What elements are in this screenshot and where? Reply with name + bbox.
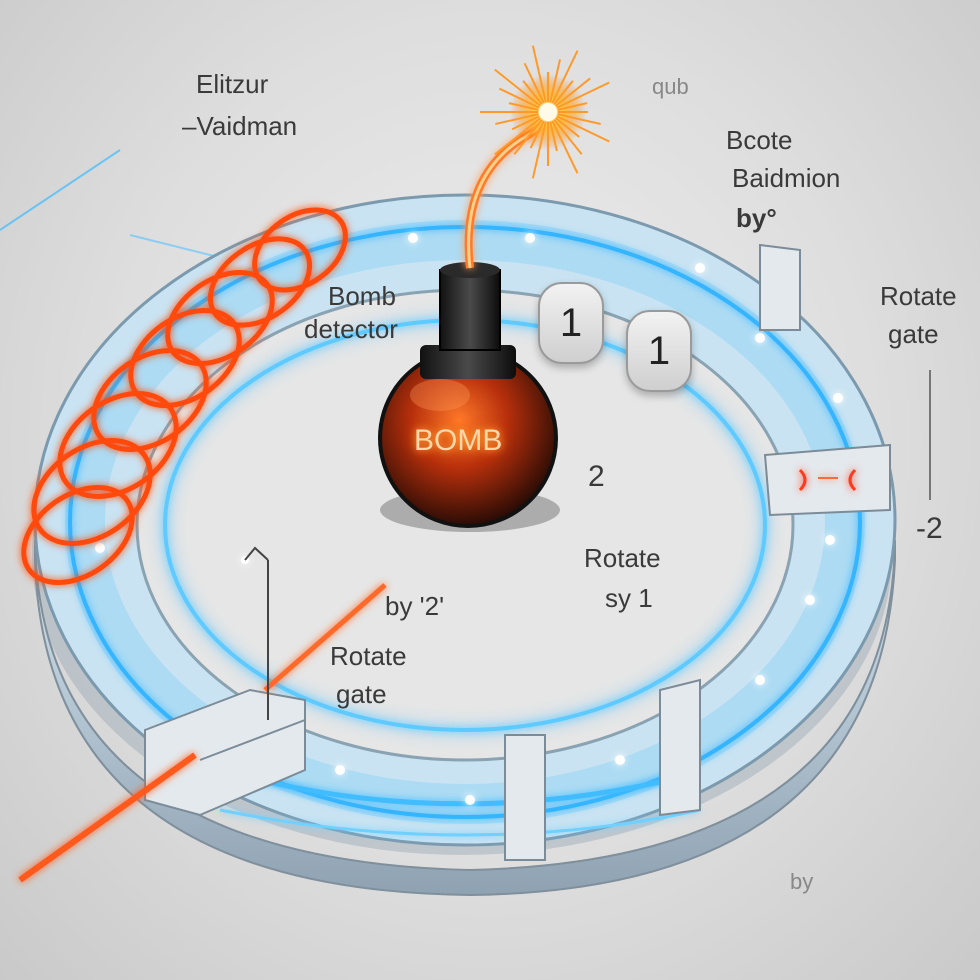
bomb-detector-label-1: Bomb <box>328 281 396 311</box>
right-minus-2-label: -2 <box>916 512 943 545</box>
title-line-1: Elitzur <box>196 69 269 99</box>
bomb-label: BOMB <box>414 424 503 457</box>
right-top-label-2: Baidmion <box>732 163 841 193</box>
rotate-gate-marker-icon <box>798 468 857 492</box>
right-top-label-1: Bcote <box>726 125 793 155</box>
spark-icon <box>480 45 610 179</box>
spark-ray <box>494 68 541 107</box>
spark-ray <box>549 121 558 152</box>
faint-top-label: qub <box>652 74 689 99</box>
spark-ray <box>553 119 583 155</box>
by-2-label: by '2' <box>385 591 445 621</box>
spark-ray <box>508 102 539 111</box>
coil-spring <box>21 207 348 586</box>
spark-ray <box>495 113 539 125</box>
spark-ray <box>557 102 588 111</box>
spark-ray <box>556 115 610 143</box>
spark-ray <box>553 80 574 105</box>
arrow-marker-icon <box>244 546 269 720</box>
qubit-badge-2: 1 <box>626 310 692 392</box>
spark-ray <box>529 120 545 149</box>
rotate-gate-right-2: gate <box>888 319 939 349</box>
faint-bottom-label: by <box>790 869 814 894</box>
bomb <box>378 262 560 532</box>
gate-blocks <box>144 243 891 861</box>
spark-ray <box>555 77 591 107</box>
spark-ray <box>551 120 579 174</box>
spark-ray <box>531 45 547 103</box>
rotate-gate-right-1: Rotate <box>880 281 957 311</box>
title-line-2: –Vaidman <box>182 111 298 141</box>
spark-ray <box>522 80 543 105</box>
bomb-detector-label-2: detector <box>304 314 398 344</box>
spark-ray <box>557 113 601 125</box>
incoming-laser <box>18 583 387 883</box>
spark-ray <box>511 115 540 131</box>
spark-ray <box>513 119 543 155</box>
qubit-badge-1: 1 <box>538 282 604 364</box>
spark-ray <box>555 117 580 138</box>
spark-ray <box>498 87 540 109</box>
spark-ray <box>551 50 579 104</box>
rotate-center-1: Rotate <box>584 543 661 573</box>
right-top-label-3: by° <box>736 203 777 233</box>
rotate-gate-left-1: Rotate <box>330 641 407 671</box>
spark-ray <box>549 59 561 103</box>
spark-ray <box>494 117 541 156</box>
beam-sparkles <box>95 233 843 805</box>
spark-ray <box>556 81 610 109</box>
center-2-label: 2 <box>588 460 605 493</box>
rotate-gate-left-2: gate <box>336 679 387 709</box>
spark-ray <box>523 62 545 104</box>
rotate-center-2: sy 1 <box>605 583 653 613</box>
spark-ray <box>531 121 547 179</box>
